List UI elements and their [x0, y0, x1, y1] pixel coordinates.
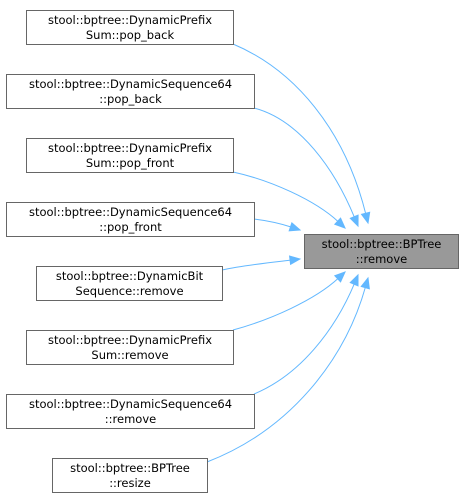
node-label-line: ::pop_back [99, 92, 162, 106]
node-box [52, 458, 208, 493]
node-box [26, 10, 234, 45]
node-label-line: ::pop_front [99, 220, 162, 234]
node-label-line: stool::bptree::DynamicSequence64 [29, 205, 232, 219]
node-label-line: stool::bptree::DynamicBit [56, 269, 204, 283]
edges-layer [206, 43, 371, 463]
edge-arrowhead [333, 217, 346, 229]
edge-line [232, 171, 339, 223]
node-label-line: stool::bptree::BPTree [322, 237, 442, 251]
edge-arrowhead [360, 276, 370, 290]
edge-line [232, 277, 339, 331]
edge-line [253, 218, 292, 228]
node-label-line: stool::bptree::DynamicPrefix [48, 13, 212, 27]
node-label-line: ::resize [109, 476, 151, 490]
edge-dynamic-prefix-sum-pop-back-to-bptree-remove [232, 43, 371, 225]
node-label-line: Sum::pop_front [86, 156, 175, 170]
caller-node-dynamic-prefix-sum-pop-front[interactable]: stool::bptree::DynamicPrefixSum::pop_fro… [26, 138, 234, 173]
edge-bptree-resize-to-bptree-remove [206, 276, 370, 463]
node-label-line: stool::bptree::DynamicPrefix [48, 333, 212, 347]
node-box [36, 266, 223, 301]
edge-arrowhead [333, 271, 346, 283]
edge-line [221, 259, 292, 271]
node-label-line: Sum::remove [91, 348, 168, 362]
node-label-line: ::remove [105, 412, 156, 426]
edge-dynamic-prefix-sum-pop-front-to-bptree-remove [232, 171, 346, 229]
caller-node-bptree-resize[interactable]: stool::bptree::BPTree::resize [52, 458, 208, 493]
caller-node-dynamic-prefix-sum-pop-back[interactable]: stool::bptree::DynamicPrefixSum::pop_bac… [26, 10, 234, 45]
caller-node-dynamic-sequence64-remove[interactable]: stool::bptree::DynamicSequence64::remove [6, 394, 255, 429]
node-label-line: stool::bptree::BPTree [70, 461, 190, 475]
edge-line [206, 286, 367, 463]
edge-dynamic-sequence64-pop-front-to-bptree-remove [253, 218, 302, 232]
edge-arrowhead [360, 211, 371, 225]
node-label-line: stool::bptree::DynamicSequence64 [29, 397, 232, 411]
node-label-line: Sum::pop_back [86, 28, 175, 42]
edge-arrowhead [288, 255, 302, 266]
edge-arrowhead [349, 214, 359, 228]
node-label-line: stool::bptree::DynamicPrefix [48, 141, 212, 155]
caller-node-dynamic-bit-sequence-remove[interactable]: stool::bptree::DynamicBitSequence::remov… [36, 266, 223, 301]
node-box [304, 234, 459, 269]
edge-arrowhead [288, 221, 302, 232]
edge-dynamic-prefix-sum-remove-to-bptree-remove [232, 271, 346, 331]
node-label-line: stool::bptree::DynamicSequence64 [29, 77, 232, 91]
edge-dynamic-sequence64-pop-back-to-bptree-remove [253, 107, 359, 228]
edge-dynamic-sequence64-remove-to-bptree-remove [253, 273, 359, 395]
caller-node-dynamic-sequence64-pop-front[interactable]: stool::bptree::DynamicSequence64::pop_fr… [6, 202, 255, 237]
node-box [6, 74, 255, 109]
edge-line [232, 43, 367, 215]
node-label-line: ::remove [356, 252, 407, 266]
edge-arrowhead [349, 273, 359, 287]
target-node-bptree-remove[interactable]: stool::bptree::BPTree::remove [304, 234, 459, 269]
node-box [6, 202, 255, 237]
edge-line [253, 107, 356, 218]
node-box [26, 330, 234, 365]
edge-dynamic-bit-sequence-remove-to-bptree-remove [221, 255, 302, 271]
nodes-layer: stool::bptree::DynamicPrefixSum::pop_bac… [6, 10, 459, 493]
edge-line [253, 283, 355, 395]
caller-node-dynamic-sequence64-pop-back[interactable]: stool::bptree::DynamicSequence64::pop_ba… [6, 74, 255, 109]
node-label-line: Sequence::remove [75, 284, 183, 298]
node-box [6, 394, 255, 429]
node-box [26, 138, 234, 173]
